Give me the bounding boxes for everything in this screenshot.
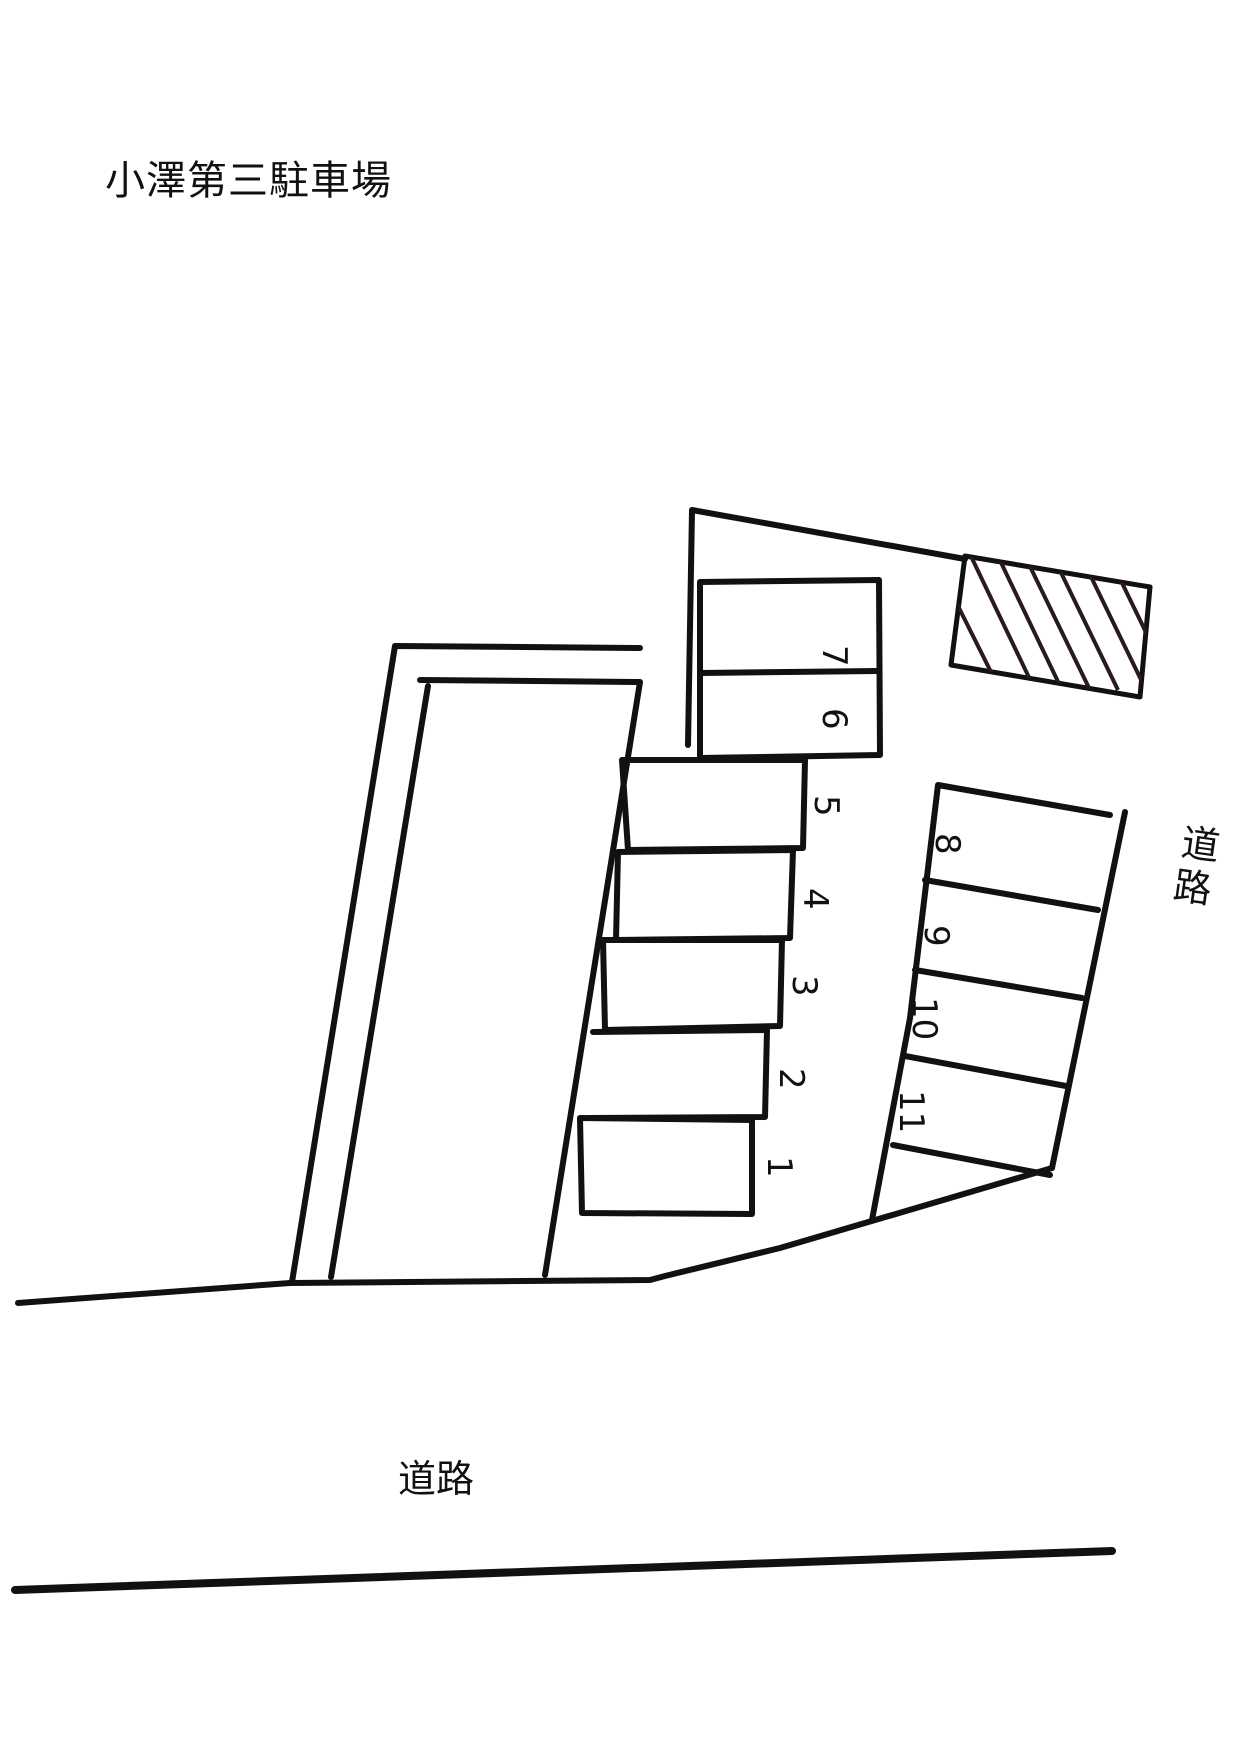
space-number-6: 6 — [814, 708, 854, 730]
space-1-outline — [577, 1115, 755, 1217]
space-number-4: 4 — [795, 888, 835, 910]
space-number-5: 5 — [806, 795, 846, 817]
upper-area-boundary — [685, 507, 968, 748]
space-11-end-divider — [890, 1142, 1053, 1178]
space-number-2: 2 — [771, 1068, 811, 1090]
space-number-1: 1 — [759, 1156, 799, 1178]
road-edge-line — [11, 1547, 1116, 1594]
space-number-7: 7 — [814, 645, 854, 667]
space-10-11-divider — [902, 1053, 1069, 1089]
left-structure-outer — [289, 643, 643, 1285]
space-4-outline — [613, 847, 796, 943]
space-number-10: 10 — [904, 997, 944, 1040]
space-8-9-divider — [922, 877, 1101, 913]
space-3-outline — [600, 937, 785, 1033]
road-label-right-top: 道 — [1179, 820, 1223, 869]
space-number-9: 9 — [916, 925, 956, 947]
space-number-11: 11 — [891, 1090, 931, 1133]
lot-boundary-bottom — [15, 1165, 1055, 1306]
road-label-right-bottom: 路 — [1171, 863, 1215, 912]
space-2-outline — [587, 1027, 770, 1121]
space-number-8: 8 — [927, 833, 967, 855]
hatched-restricted-area — [948, 553, 1153, 700]
road-label-bottom: 道路 — [398, 1457, 474, 1501]
left-structure-inner — [417, 677, 643, 1278]
space-7-outline — [697, 577, 883, 761]
left-structure-inner-edge — [328, 683, 431, 1280]
right-block-right-edge — [1049, 809, 1128, 1171]
space-6-7-divider — [697, 668, 881, 676]
right-block-outline — [869, 782, 1113, 1223]
space-9-10-divider — [912, 967, 1085, 1001]
space-5-outline — [619, 757, 808, 853]
page-title: 小澤第三駐車場 — [105, 158, 392, 204]
space-number-3: 3 — [784, 975, 824, 997]
